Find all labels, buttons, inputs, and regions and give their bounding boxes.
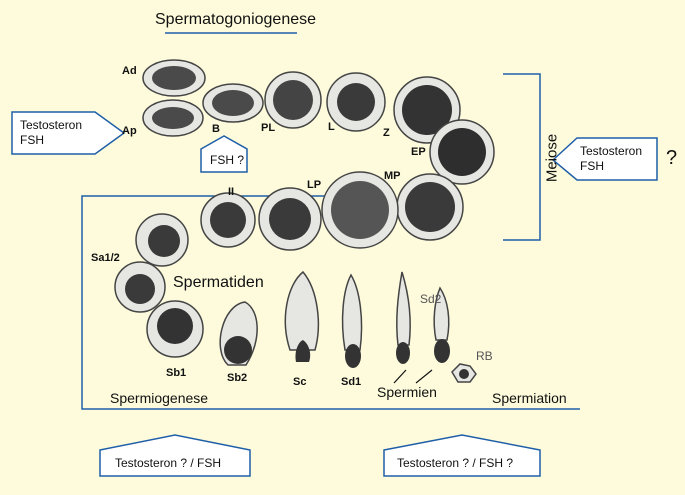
hormone-right-line2: FSH (580, 159, 604, 173)
label-pl: PL (261, 122, 276, 134)
hormone-fsh-q-text: FSH ? (210, 153, 245, 167)
label-l: L (328, 121, 335, 133)
label-spermiation: Spermiation (492, 390, 567, 406)
cell-b (202, 83, 264, 123)
hormone-bottom-right-text: Testosteron ? / FSH ? (397, 456, 514, 470)
cell-ap (142, 99, 204, 137)
label-spermiogenese: Spermiogenese (110, 390, 209, 406)
hormone-box-bottom-right (383, 434, 541, 477)
hormone-left-line1: Testosteron (20, 118, 83, 132)
hormone-right-text: Testosteron FSH (580, 144, 642, 174)
arrow-spermium-left (393, 369, 407, 384)
label-sb1: Sb1 (166, 367, 187, 379)
meiosis-bracket (503, 73, 541, 241)
cell-sc (284, 270, 320, 362)
label-ad: Ad (122, 65, 137, 77)
residual-body (451, 363, 477, 383)
cell-spermium-left (396, 271, 411, 364)
title-spermatogoniogenese: Spermatogoniogenese (155, 11, 317, 28)
cell-ep (429, 119, 495, 185)
cell-ii-large (258, 187, 322, 251)
label-z: Z (383, 127, 390, 139)
label-ap: Ap (122, 125, 137, 137)
cell-sa12 (135, 213, 189, 267)
arrow-spermium-right (415, 369, 433, 384)
hormone-box-left (11, 111, 126, 155)
question-mark: ? (666, 147, 678, 169)
cell-sd2 (433, 286, 450, 363)
hormone-box-right (551, 137, 658, 181)
label-sd2: Sd2 (420, 292, 442, 306)
label-ep: EP (411, 146, 426, 158)
cell-l (326, 72, 386, 132)
label-sc: Sc (293, 376, 307, 388)
hormone-box-bottom-left (99, 434, 251, 477)
label-b: B (212, 123, 220, 135)
hormone-right-line1: Testosteron (580, 144, 643, 158)
cell-lp (321, 171, 399, 249)
label-sb2: Sb2 (227, 372, 248, 384)
label-spermien: Spermien (377, 384, 437, 400)
label-mp: MP (384, 170, 401, 182)
hormone-box-fsh (200, 135, 248, 173)
label-spermatiden: Spermatiden (173, 274, 264, 291)
cell-ad (142, 59, 206, 97)
cell-spermatid-mid (114, 261, 166, 313)
hormone-left-line2: FSH (20, 133, 44, 147)
label-rb: RB (476, 349, 493, 363)
hormone-left-text: Testosteron FSH (20, 118, 82, 148)
label-ii: II (228, 186, 235, 198)
cell-ii-small (200, 192, 256, 248)
label-sa12: Sa1/2 (91, 252, 120, 264)
cell-pl (264, 71, 322, 129)
cell-sd1 (341, 273, 363, 368)
cell-mp (396, 173, 464, 241)
label-meiose: Meiose (543, 133, 561, 183)
cell-sb2 (219, 301, 258, 366)
label-sd1: Sd1 (341, 376, 362, 388)
cell-sb1 (146, 300, 204, 358)
hormone-bottom-left-text: Testosteron ? / FSH (115, 456, 222, 470)
label-lp: LP (307, 179, 322, 191)
